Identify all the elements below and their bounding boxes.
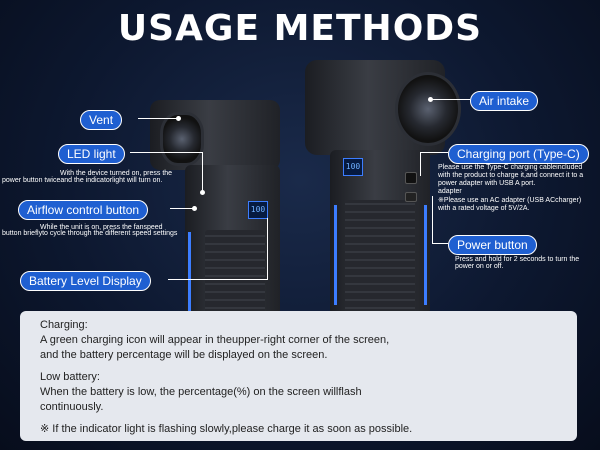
- airflow-button-label: Airflow control button: [18, 200, 149, 220]
- power-note-1: Press and hold for 2 seconds to turn the: [455, 256, 580, 263]
- charging-note-6: with a rated voltage of 5V/2A.: [438, 205, 530, 212]
- led-note-2: power button twiceand the indicatorlight…: [2, 177, 163, 184]
- page-title: USAGE METHODS: [117, 8, 483, 49]
- power-switch: [405, 192, 417, 202]
- led-note-1: With the device turned on, press the: [60, 170, 173, 177]
- low-battery-text-1: When the battery is low, the percentage(…: [40, 386, 362, 398]
- power-button-label: Power button: [448, 235, 537, 255]
- battery-display-label: Battery Level Display: [20, 271, 151, 291]
- air-intake-label: Air intake: [470, 91, 539, 111]
- charging-text-1: A green charging icon will appear in the…: [40, 334, 390, 346]
- low-battery-heading: Low battery:: [40, 371, 100, 383]
- charging-note-2: with the product to charge it,and connec…: [438, 172, 584, 179]
- led-light-label: LED light: [58, 144, 125, 164]
- vent-label: Vent: [80, 110, 123, 130]
- fan-icon: [395, 72, 461, 146]
- right-battery-screen: 100: [343, 158, 363, 176]
- charging-note-1: Please use the Type-C charging cableincl…: [438, 164, 583, 171]
- charging-note-5: ※Please use an AC adapter (USB ACcharger…: [438, 197, 582, 204]
- info-panel: Charging: A green charging icon will app…: [20, 311, 577, 441]
- charging-note-3: power adapter with USB A port.: [438, 180, 536, 187]
- charging-port-label: Charging port (Type-C): [448, 144, 589, 164]
- airflow-note-1: While the unit is on, press the fanspeed: [40, 224, 163, 231]
- airflow-note-2: button brieflyto cycle through the diffe…: [2, 230, 178, 237]
- charging-text-2: and the battery percentage will be displ…: [40, 349, 328, 361]
- charging-heading: Charging:: [40, 319, 88, 331]
- charging-note-4: adapter: [438, 188, 462, 195]
- left-battery-screen: 100: [248, 201, 268, 219]
- low-battery-text-2: continuously.: [40, 401, 104, 413]
- power-note-2: power on or off.: [455, 263, 504, 270]
- charging-port: [405, 172, 417, 184]
- indicator-tip: ※ If the indicator light is flashing slo…: [40, 423, 413, 435]
